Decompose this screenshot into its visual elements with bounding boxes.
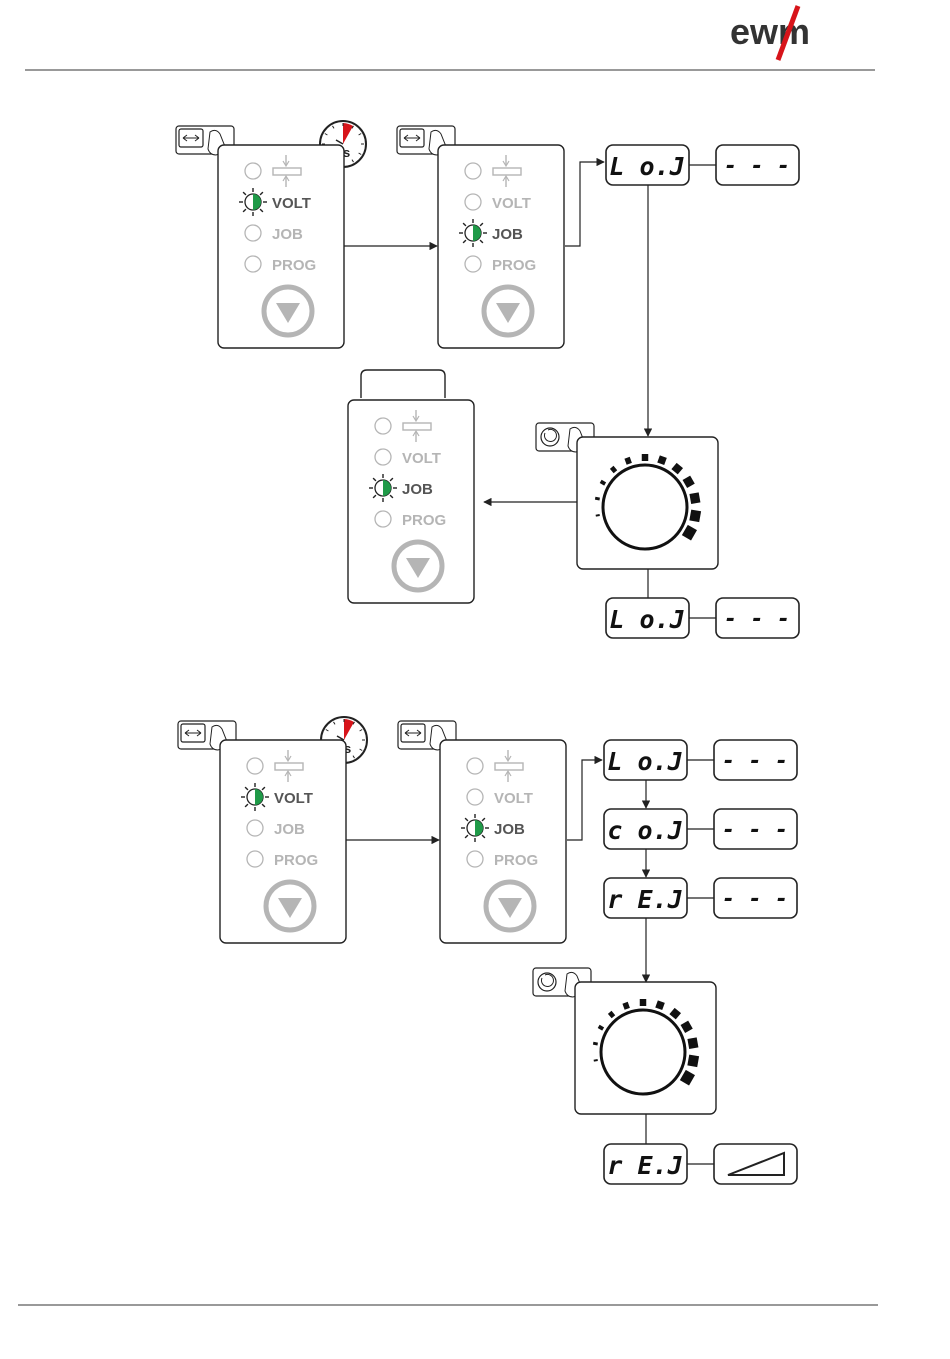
knob-scale-tick <box>595 498 600 499</box>
panel-label-job: JOB <box>272 226 303 243</box>
led-off-icon <box>375 449 391 465</box>
display-lov-text: L o.J <box>609 152 684 181</box>
led-off-icon <box>245 256 261 272</box>
display-rev-text: r E.J <box>607 885 682 914</box>
control-panel-volt-active-2: VOLT JOB PROG <box>220 740 346 943</box>
display-dashes-2: - - - <box>714 740 797 780</box>
down-arrow-button-icon <box>264 287 312 335</box>
knob-scale-tick <box>683 1025 691 1029</box>
led-off-icon <box>245 163 261 179</box>
panel-label-prog: PROG <box>492 257 536 274</box>
display-lov-result: L o.J <box>606 598 689 638</box>
down-arrow-button-icon <box>394 542 442 590</box>
flow-connector <box>567 760 602 840</box>
display-lov-2-text: L o.J <box>607 747 682 776</box>
knob-scale-tick <box>610 1012 614 1016</box>
display-cov-text: c o.J <box>607 816 682 845</box>
down-arrow-button-icon <box>486 882 534 930</box>
control-panel-volt-active: VOLT JOB PROG <box>218 145 344 348</box>
display-dashes-3-text: - - - <box>722 818 788 843</box>
panel-label-volt: VOLT <box>272 195 311 212</box>
knob-scale-tick <box>627 458 629 464</box>
led-off-icon <box>467 789 483 805</box>
panel-label-prog: PROG <box>274 852 318 869</box>
ewm-logo: ewm <box>730 6 810 60</box>
panel-label-prog: PROG <box>272 257 316 274</box>
led-off-icon <box>375 511 391 527</box>
knob-scale-tick <box>593 1043 598 1044</box>
knob-scale-tick <box>685 530 694 535</box>
led-off-icon <box>465 163 481 179</box>
knob-scale-tick <box>685 480 693 484</box>
knob-scale-tick <box>601 481 606 484</box>
panel-label-prog: PROG <box>402 512 446 529</box>
led-off-icon <box>375 418 391 434</box>
panel-label-job: JOB <box>494 821 525 838</box>
ramp-display <box>714 1144 797 1184</box>
knob-dial <box>601 1010 685 1094</box>
display-dashes: - - - <box>716 145 799 185</box>
led-off-icon <box>245 225 261 241</box>
svg-text:ewm: ewm <box>730 11 810 52</box>
led-off-icon <box>247 851 263 867</box>
display-dashes-2-text: - - - <box>722 749 788 774</box>
panel-label-volt: VOLT <box>274 790 313 807</box>
display-lov-result-text: L o.J <box>609 605 684 634</box>
knob-scale-tick <box>690 497 699 499</box>
panel-tab <box>361 370 445 398</box>
knob-scale-tick <box>690 515 700 517</box>
flow-connector <box>565 162 604 246</box>
rotary-knob <box>577 437 718 569</box>
panel-label-prog: PROG <box>494 852 538 869</box>
control-panel-job-active: VOLT JOB PROG <box>438 145 564 348</box>
knob-scale-tick <box>675 465 680 471</box>
display-rev: r E.J <box>604 878 687 918</box>
display-rev-result-text: r E.J <box>607 1151 682 1180</box>
display-dashes-4: - - - <box>714 878 797 918</box>
down-arrow-button-icon <box>484 287 532 335</box>
knob-scale-tick <box>596 515 600 516</box>
rotary-knob <box>575 982 716 1114</box>
knob-scale-tick <box>661 457 664 464</box>
display-rev-result: r E.J <box>604 1144 687 1184</box>
led-off-icon <box>465 256 481 272</box>
panel-label-volt: VOLT <box>402 450 441 467</box>
display-dashes-4-text: - - - <box>722 887 788 912</box>
knob-scale-tick <box>659 1002 662 1009</box>
knob-scale-tick <box>625 1003 627 1009</box>
display-dashes-3: - - - <box>714 809 797 849</box>
panel-label-job: JOB <box>402 481 433 498</box>
panel-label-job: JOB <box>274 821 305 838</box>
display-dashes-result: - - - <box>716 598 799 638</box>
led-off-icon <box>247 758 263 774</box>
display-lov-2: L o.J <box>604 740 687 780</box>
led-off-icon <box>467 758 483 774</box>
led-off-icon <box>465 194 481 210</box>
knob-scale-tick <box>688 1060 698 1062</box>
down-arrow-button-icon <box>266 882 314 930</box>
control-panel-job-active-2: VOLT JOB PROG <box>440 740 566 943</box>
display-cov: c o.J <box>604 809 687 849</box>
knob-scale-tick <box>683 1075 692 1080</box>
display-dashes-result-text: - - - <box>724 607 790 632</box>
panel-label-job: JOB <box>492 226 523 243</box>
led-off-icon <box>467 851 483 867</box>
panel-label-volt: VOLT <box>492 195 531 212</box>
knob-scale-tick <box>594 1060 598 1061</box>
knob-scale-tick <box>673 1010 678 1016</box>
display-lov: L o.J <box>606 145 689 185</box>
display-dashes-text: - - - <box>724 154 790 179</box>
knob-scale-tick <box>599 1026 604 1029</box>
knob-scale-tick <box>688 1042 697 1044</box>
knob-scale-tick <box>612 467 616 471</box>
knob-dial <box>603 465 687 549</box>
led-off-icon <box>247 820 263 836</box>
control-panel-result: VOLT JOB PROG <box>348 400 474 603</box>
panel-label-volt: VOLT <box>494 790 533 807</box>
